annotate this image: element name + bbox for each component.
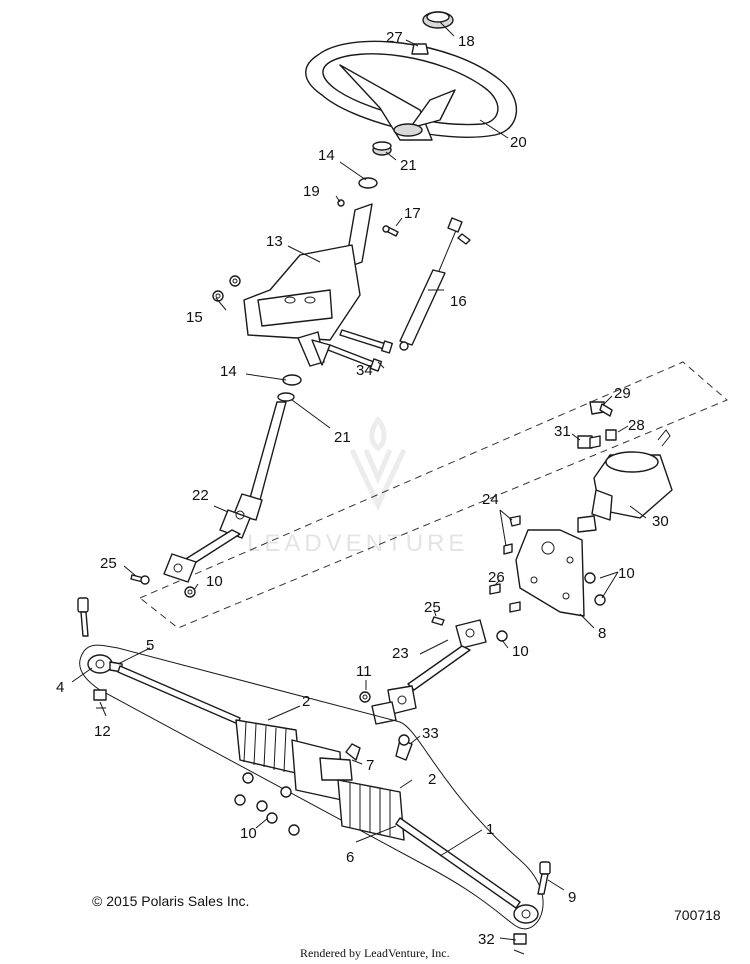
callout-leaders bbox=[71, 21, 647, 941]
callout-15: 15 bbox=[186, 309, 203, 326]
callout-16: 16 bbox=[450, 293, 467, 310]
callout-34: 34 bbox=[356, 362, 373, 379]
bolt-33 bbox=[395, 734, 413, 761]
callout-22: 22 bbox=[192, 487, 209, 504]
callout-10-upper: 10 bbox=[206, 573, 223, 590]
callout-30: 30 bbox=[652, 513, 669, 530]
callout-20: 20 bbox=[510, 134, 527, 151]
lower-bearing-21 bbox=[277, 392, 295, 402]
callout-29: 29 bbox=[614, 385, 631, 402]
nut-32 bbox=[513, 933, 527, 955]
bolt-17 bbox=[382, 225, 399, 237]
callout-10-lower: 10 bbox=[240, 825, 257, 842]
callout-10-mid: 10 bbox=[512, 643, 529, 660]
fitting-28 bbox=[605, 429, 617, 441]
leadventure-watermark: LEADVENTURE bbox=[247, 416, 468, 557]
fitting-29 bbox=[589, 401, 613, 417]
callout-8: 8 bbox=[598, 625, 606, 642]
nut-15b bbox=[212, 290, 224, 302]
callout-11: 11 bbox=[356, 663, 372, 680]
upper-intermediate-shaft bbox=[163, 401, 287, 583]
rendered-by-credit: Rendered by LeadVenture, Inc. bbox=[300, 946, 450, 960]
callout-27: 27 bbox=[386, 29, 403, 46]
callout-19: 19 bbox=[303, 183, 320, 200]
callout-24: 24 bbox=[482, 491, 499, 508]
callout-9-lower: 9 bbox=[568, 889, 576, 906]
callout-5: 5 bbox=[146, 637, 154, 654]
steering-wheel bbox=[305, 40, 517, 141]
callout-25-upper: 25 bbox=[100, 555, 117, 572]
callout-21-upper: 21 bbox=[400, 157, 417, 174]
callout-1: 1 bbox=[486, 821, 494, 838]
rack-outline bbox=[79, 644, 544, 930]
bolt-24b bbox=[503, 543, 513, 555]
lower-intermediate-shaft bbox=[371, 619, 487, 725]
callout-25-lower: 25 bbox=[424, 599, 441, 616]
wheel-nut bbox=[411, 43, 429, 55]
upper-bearing bbox=[358, 177, 378, 189]
nut-10-upper bbox=[184, 586, 196, 598]
upper-bushing bbox=[372, 141, 392, 156]
steering-cap bbox=[422, 11, 454, 29]
tie-rod-right bbox=[395, 817, 521, 909]
copyright-notice: © 2015 Polaris Sales Inc. bbox=[92, 893, 250, 909]
nut-10-cluster bbox=[234, 772, 300, 836]
callout-28: 28 bbox=[628, 417, 645, 434]
fitting-31 bbox=[577, 435, 601, 449]
callout-32: 32 bbox=[478, 931, 495, 948]
callout-18: 18 bbox=[458, 33, 475, 50]
nut-11 bbox=[359, 691, 371, 703]
callout-6: 6 bbox=[346, 849, 354, 866]
bolt-34b bbox=[327, 344, 383, 372]
steering-gearbox bbox=[577, 429, 673, 533]
callout-12: 12 bbox=[94, 723, 111, 740]
bolt-25-lower bbox=[431, 616, 445, 626]
bolt-9-upper bbox=[77, 597, 89, 637]
bolt-26a bbox=[489, 583, 501, 595]
callout-7: 7 bbox=[366, 757, 374, 774]
dust-boot-12 bbox=[93, 689, 107, 709]
callout-2: 2 bbox=[428, 771, 436, 788]
callout-14-lower: 14 bbox=[220, 363, 237, 380]
bolt-24a bbox=[509, 515, 521, 527]
callout-26: 26 bbox=[488, 569, 505, 586]
callout-10-right: 10 bbox=[618, 565, 635, 582]
assembly-group-outline bbox=[139, 361, 728, 629]
nut-10-right-a bbox=[584, 572, 596, 584]
gas-strut bbox=[399, 217, 471, 351]
steering-rack bbox=[235, 719, 405, 841]
bolt-9-lower bbox=[537, 861, 551, 895]
callout-21-lower: 21 bbox=[334, 429, 351, 446]
tie-rod-end-right bbox=[513, 904, 539, 924]
nut-15a bbox=[229, 275, 241, 287]
drawing-number: 700718 bbox=[674, 907, 721, 923]
callout-3: 2 bbox=[302, 693, 310, 710]
bolt-25-upper bbox=[130, 574, 150, 585]
nut-10-lower bbox=[496, 630, 508, 642]
gearbox-bracket bbox=[515, 529, 585, 617]
callout-23: 23 bbox=[392, 645, 409, 662]
steering-column-housing bbox=[243, 203, 373, 367]
callout-13: 13 bbox=[266, 233, 283, 250]
callout-31: 31 bbox=[554, 423, 571, 440]
watermark-text: LEADVENTURE bbox=[247, 530, 468, 557]
callout-numbers: 18 27 20 21 14 19 17 13 16 15 14 34 21 2… bbox=[56, 29, 669, 948]
tie-rod-end-left bbox=[87, 654, 123, 674]
callout-14-upper: 14 bbox=[318, 147, 335, 164]
callout-17: 17 bbox=[404, 205, 421, 222]
bolt-34a bbox=[339, 329, 393, 354]
callout-33: 33 bbox=[422, 725, 439, 742]
callout-4: 4 bbox=[56, 679, 64, 696]
bolt-26b bbox=[509, 601, 521, 613]
